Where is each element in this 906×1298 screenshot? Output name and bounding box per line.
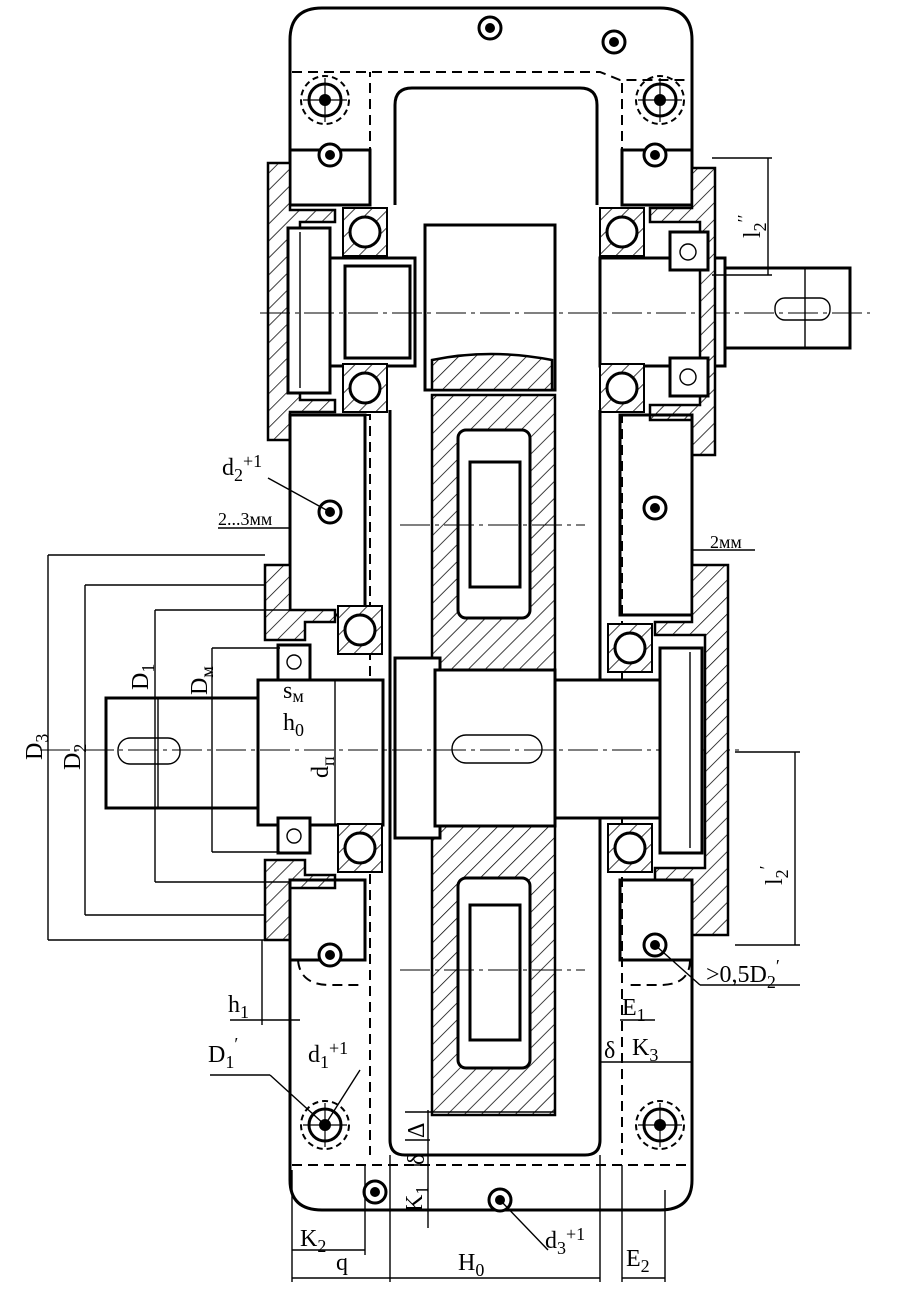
right-upper-cover xyxy=(648,166,717,457)
label-d3-plus1: d3+1 xyxy=(545,1224,585,1258)
label-d2-plus1: d2+1 xyxy=(222,451,262,485)
bearing-lower-left-top xyxy=(336,604,384,656)
label-h1: h1 xyxy=(228,992,249,1022)
label-half-D2: >0,5D2′ xyxy=(706,956,780,992)
housing-middle xyxy=(288,410,694,1155)
bearing-upper-left-top xyxy=(341,206,389,258)
left-upper-cover xyxy=(266,161,337,442)
label-E2: E2 xyxy=(626,1246,650,1276)
bearing-upper-right-bottom xyxy=(598,362,646,414)
label-l2-double: l2′′ xyxy=(734,214,770,238)
bearing-lower-right-bottom xyxy=(606,822,654,874)
label-sm: sм xyxy=(283,678,304,706)
label-D1: D1 xyxy=(128,664,158,690)
bearing-upper-left-bottom xyxy=(341,362,389,414)
bearing-upper-right-top xyxy=(598,206,646,258)
label-E1: E1 xyxy=(622,995,646,1025)
right-lower-cover xyxy=(653,563,730,937)
dimension-lines xyxy=(47,157,800,1282)
label-Dm: Dм xyxy=(187,666,217,695)
label-delta-bottom: δ xyxy=(404,1154,430,1165)
labels: l2′′ d2+1 2...3мм 2мм D3 D2 D1 Dм sм xyxy=(22,214,792,1280)
label-dp: dп xyxy=(308,756,338,778)
large-gear xyxy=(400,393,585,1117)
label-H0: H0 xyxy=(458,1250,484,1280)
label-q: q xyxy=(336,1250,348,1276)
left-lower-cover xyxy=(263,563,337,942)
label-delta-right: δ xyxy=(604,1038,615,1064)
housing-upper xyxy=(288,6,694,207)
label-K3: K3 xyxy=(632,1035,658,1065)
label-K2: K2 xyxy=(300,1226,326,1256)
label-gap-2-3mm: 2...3мм xyxy=(218,509,272,529)
lower-shaft xyxy=(40,656,740,840)
label-Delta: Δ xyxy=(404,1123,430,1138)
upper-shaft xyxy=(260,223,870,392)
label-h0: h0 xyxy=(283,710,304,740)
bearing-lower-right-top xyxy=(606,622,654,674)
label-D1-prime: D1′ xyxy=(208,1034,238,1072)
label-D2: D2 xyxy=(60,744,90,770)
label-d1-plus1: d1+1 xyxy=(308,1038,348,1072)
bearing-lower-left-bottom xyxy=(336,822,384,874)
label-D3: D3 xyxy=(22,734,52,760)
label-gap-2mm: 2мм xyxy=(710,532,742,552)
label-K1: K1 xyxy=(402,1186,432,1212)
label-l2-single: l2′ xyxy=(756,865,792,885)
